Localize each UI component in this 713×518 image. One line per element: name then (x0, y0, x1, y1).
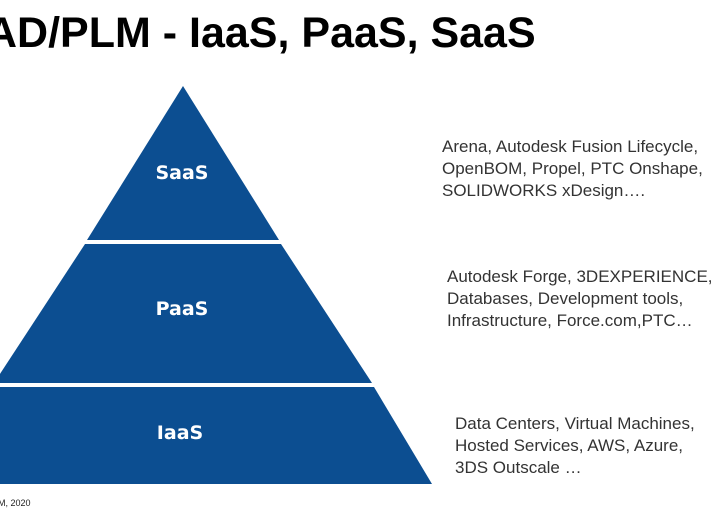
iaas-description-line: 3DS Outscale … (455, 458, 582, 477)
tier-label-iaas: IaaS (156, 422, 204, 444)
saas-description-line: OpenBOM, Propel, PTC Onshape, (442, 159, 703, 178)
pyramid-diagram (0, 86, 432, 484)
paas-description-line: Infrastructure, Force.com,PTC… (447, 311, 693, 330)
paas-description: Autodesk Forge, 3DEXPERIENCE, Databases,… (447, 266, 713, 332)
tier-label-paas: PaaS (155, 298, 209, 320)
saas-description-line: SOLIDWORKS xDesign…. (442, 181, 646, 200)
saas-description-line: Arena, Autodesk Fusion Lifecycle, (442, 137, 699, 156)
iaas-description-line: Hosted Services, AWS, Azure, (455, 436, 684, 455)
iaas-description-line: Data Centers, Virtual Machines, (455, 414, 695, 433)
iaas-description: Data Centers, Virtual Machines, Hosted S… (455, 413, 695, 479)
footer-note: M, 2020 (0, 498, 31, 508)
tier-label-saas: SaaS (155, 162, 209, 184)
slide-title: AD/PLM - IaaS, PaaS, SaaS (0, 9, 536, 57)
pyramid-tier-iaas (0, 387, 432, 484)
pyramid-tier-paas (0, 244, 372, 383)
paas-description-line: Databases, Development tools, (447, 289, 684, 308)
paas-description-line: Autodesk Forge, 3DEXPERIENCE, (447, 267, 713, 286)
pyramid-tier-saas (87, 86, 279, 240)
saas-description: Arena, Autodesk Fusion Lifecycle, OpenBO… (442, 136, 703, 202)
